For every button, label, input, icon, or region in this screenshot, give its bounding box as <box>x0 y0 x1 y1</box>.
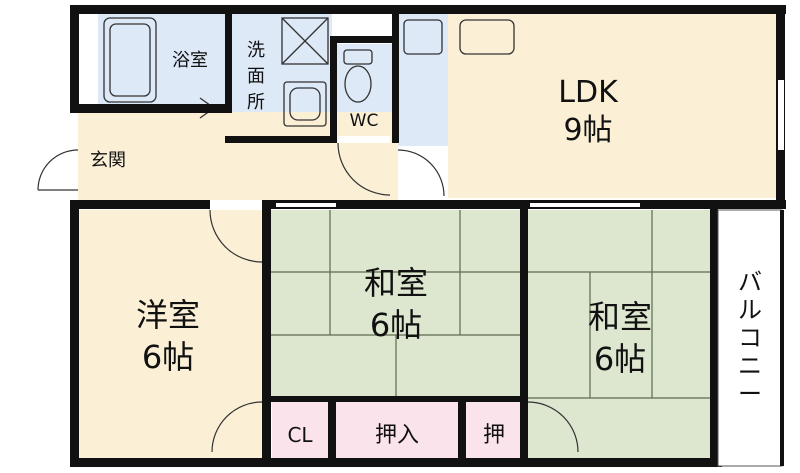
washing-machine-icon <box>281 17 329 65</box>
washroom-label-1: 洗 <box>247 40 265 61</box>
oshiire-floor <box>336 402 458 462</box>
balcony-rail <box>780 210 784 466</box>
western-size-label: 6帖 <box>142 338 194 376</box>
washroom-label-2: 面 <box>247 66 265 87</box>
ldk-size-label: 9帖 <box>563 113 612 148</box>
balcony-label-3: コ <box>738 324 762 352</box>
kitchen-counter <box>398 12 448 92</box>
japanese2-size-label: 6帖 <box>594 340 646 378</box>
oshiire-label: 押入 <box>375 423 419 448</box>
closet-floor <box>272 402 328 462</box>
balcony-area <box>717 209 783 467</box>
balcony-label-4: ニ <box>738 352 762 380</box>
japanese1-name-label: 和室 <box>364 264 428 302</box>
openings <box>210 80 784 209</box>
entrance-floor <box>78 112 140 200</box>
closet-label: CL <box>287 423 313 447</box>
western-name-label: 洋室 <box>136 296 200 334</box>
bath-label: 浴室 <box>172 50 208 71</box>
bathtub-icon <box>103 17 157 103</box>
entrance-label: 玄関 <box>90 150 126 171</box>
wash-basin-icon <box>283 81 327 127</box>
door-swings <box>37 142 579 453</box>
tatami-lines <box>270 210 712 399</box>
balcony-label-5: ー <box>738 380 762 408</box>
oshi-label: 押 <box>483 423 505 448</box>
bath-floor <box>98 12 226 107</box>
toilet-icon <box>343 49 373 65</box>
ldk-name-label: LDK <box>558 75 619 110</box>
balcony-label-2: ル <box>738 296 762 324</box>
stove-icon <box>403 19 443 55</box>
wc-label: WC <box>350 111 379 131</box>
western-floor <box>78 210 264 462</box>
japanese2-floor <box>528 210 712 462</box>
balcony-label-1: バ <box>738 268 762 296</box>
japanese2-name-label: 和室 <box>588 298 652 336</box>
sink-icon <box>459 19 515 55</box>
walls <box>70 5 786 467</box>
ldk-floor <box>448 12 776 198</box>
oshi-floor <box>466 402 522 462</box>
fixtures <box>103 17 515 127</box>
japanese1-size-label: 6帖 <box>370 306 422 344</box>
washroom-label-3: 所 <box>247 92 265 113</box>
